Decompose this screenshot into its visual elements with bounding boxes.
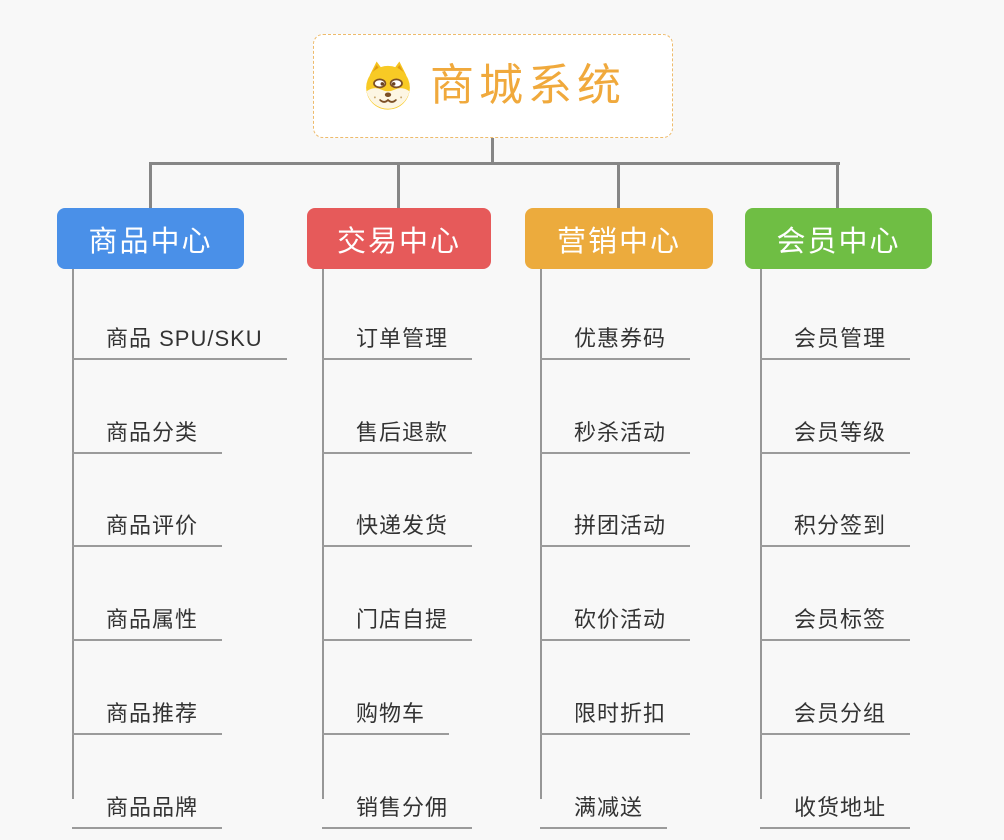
- branch-node-member-center[interactable]: 会员中心: [745, 208, 932, 269]
- child-node[interactable]: 会员管理: [760, 266, 911, 360]
- branch-children-marketing: 优惠券码 秒杀活动 拼团活动 砍价活动 限时折扣 满减送: [540, 266, 691, 829]
- branch-children-product: 商品 SPU/SKU 商品分类 商品评价 商品属性 商品推荐 商品品牌: [72, 266, 287, 829]
- child-node[interactable]: 商品 SPU/SKU: [72, 266, 287, 360]
- child-node[interactable]: 商品品牌: [72, 735, 223, 829]
- child-node[interactable]: 会员分组: [760, 641, 911, 735]
- branch-node-marketing-center[interactable]: 营销中心: [525, 208, 713, 269]
- child-node[interactable]: 拼团活动: [540, 454, 691, 548]
- child-node[interactable]: 售后退款: [322, 360, 473, 454]
- branch-children-member: 会员管理 会员等级 积分签到 会员标签 会员分组 收货地址: [760, 266, 911, 829]
- branch-node-product-center[interactable]: 商品中心: [57, 208, 244, 269]
- child-node[interactable]: 积分签到: [760, 454, 911, 548]
- connector-bus: [150, 162, 840, 165]
- connector-drop: [397, 162, 400, 209]
- child-node[interactable]: 商品推荐: [72, 641, 223, 735]
- branch-children-trade: 订单管理 售后退款 快递发货 门店自提 购物车 销售分佣: [322, 266, 473, 829]
- child-node[interactable]: 购物车: [322, 641, 450, 735]
- child-node[interactable]: 秒杀活动: [540, 360, 691, 454]
- child-node[interactable]: 商品分类: [72, 360, 223, 454]
- child-node[interactable]: 收货地址: [760, 735, 911, 829]
- branch-node-trade-center[interactable]: 交易中心: [307, 208, 491, 269]
- connector-trunk: [72, 269, 74, 799]
- child-node[interactable]: 限时折扣: [540, 641, 691, 735]
- child-node[interactable]: 销售分佣: [322, 735, 473, 829]
- child-node[interactable]: 满减送: [540, 735, 668, 829]
- connector-trunk: [322, 269, 324, 799]
- child-node[interactable]: 会员标签: [760, 547, 911, 642]
- connector-drop: [149, 162, 152, 209]
- connector-root-stub: [491, 138, 494, 164]
- connector-drop: [617, 162, 620, 209]
- root-node-title: 商城系统: [430, 61, 626, 110]
- child-node[interactable]: 门店自提: [322, 547, 473, 642]
- connector-drop: [836, 162, 839, 209]
- child-node[interactable]: 会员等级: [760, 360, 911, 454]
- connector-trunk: [760, 269, 762, 799]
- child-node[interactable]: 快递发货: [322, 454, 473, 548]
- child-node[interactable]: 订单管理: [322, 266, 473, 360]
- root-node[interactable]: 商城系统: [313, 34, 673, 138]
- dog-face-icon: [360, 58, 416, 114]
- child-node[interactable]: 商品属性: [72, 547, 223, 642]
- child-node[interactable]: 砍价活动: [540, 547, 691, 642]
- child-node[interactable]: 优惠券码: [540, 266, 691, 360]
- child-node[interactable]: 商品评价: [72, 454, 223, 548]
- connector-trunk: [540, 269, 542, 799]
